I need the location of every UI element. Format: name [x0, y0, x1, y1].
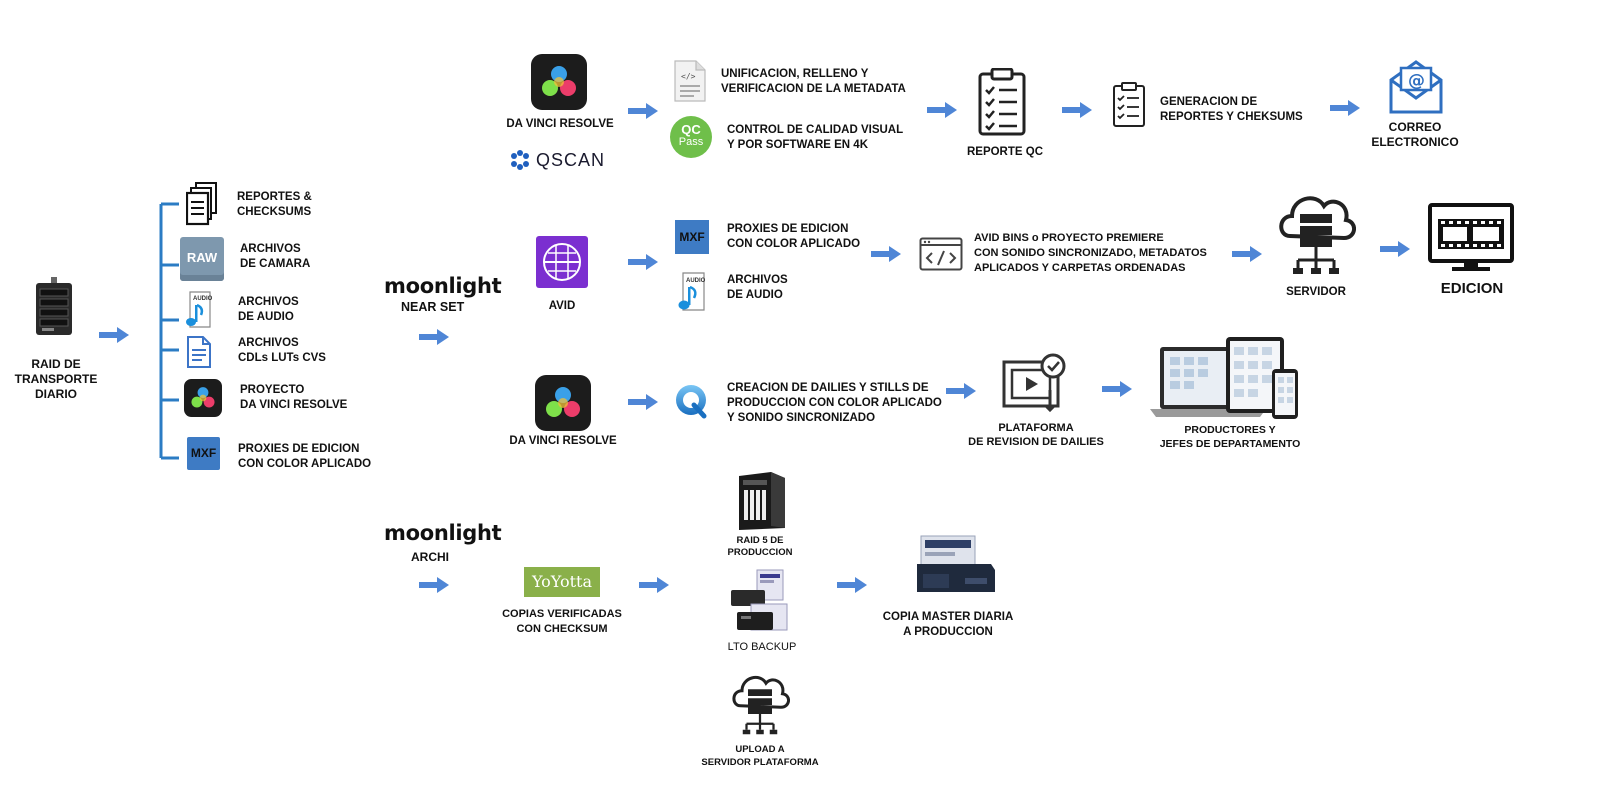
audio-file-icon: AUDIO [184, 291, 216, 334]
arrow-row1-b [927, 102, 957, 118]
file-label-camera: ARCHIVOS DE CAMARA [240, 243, 311, 270]
code-window-icon [919, 237, 963, 276]
row3-platform-label: PLATAFORMA DE REVISION DE DAILIES [968, 422, 1104, 448]
review-platform-icon [998, 350, 1074, 421]
qc-pass-icon: QC Pass [670, 116, 712, 158]
arrow-row3-b [946, 383, 976, 399]
row4-upload-label: UPLOAD A SERVIDOR PLATAFORMA [701, 744, 819, 768]
documents-stack-icon [185, 182, 218, 231]
mxf-proxy-icon: MXF [675, 220, 709, 254]
cloud-upload-server-icon [730, 668, 790, 736]
raid5-tower-icon [735, 470, 787, 537]
row1-resolve-label: DA VINCI RESOLVE [506, 118, 614, 130]
arrow-row2-a [628, 254, 658, 270]
file-label-resolve-project: PROYECTO DA VINCI RESOLVE [240, 384, 348, 411]
file-label-cdl: ARCHIVOS CDLs LUTs CVS [238, 337, 326, 364]
svg-text:AUDIO: AUDIO [193, 296, 213, 302]
monitor-film-icon [1428, 203, 1514, 278]
row1-reports-label: GENERACION DE REPORTES Y CHEKSUMS [1160, 96, 1303, 123]
moonlight-logo-nearset: moonlight [384, 274, 502, 298]
moonlight-logo-archi: moonlight [384, 521, 502, 545]
qc-badge-top: QC [681, 122, 701, 137]
row2-proxies-label: PROXIES DE EDICION CON COLOR APLICADO [727, 223, 861, 250]
row3-resolve-label: DA VINCI RESOLVE [509, 435, 617, 447]
raid-transport-label: RAID DE TRANSPORTE DIARIO [14, 357, 98, 401]
arrow-row2-b [871, 246, 901, 262]
arrow-row4-a [639, 577, 669, 593]
row2-server-label: SERVIDOR [1286, 286, 1346, 298]
row1-qc-label: CONTROL DE CALIDAD VISUAL Y POR SOFTWARE… [727, 124, 904, 151]
arrow-archi [419, 577, 449, 593]
raw-file-icon: RAW [180, 237, 224, 281]
svg-text:</>: </> [681, 72, 696, 81]
row2-audio-label: ARCHIVOS DE AUDIO [727, 274, 788, 301]
moonlight-archi-sub: ARCHI [411, 550, 449, 564]
row3-dailies-label: CREACION DE DAILIES Y STILLS DE PRODUCCI… [727, 382, 942, 424]
raid-drive-icon [34, 277, 74, 342]
devices-icon [1148, 335, 1306, 428]
row2-edicion-label: EDICION [1440, 280, 1504, 297]
yoyotta-logo-text: YoYotta [531, 572, 592, 591]
arrow-row3-c [1102, 381, 1132, 397]
small-clipboard-icon [1112, 82, 1146, 133]
row4-yoyotta-label: COPIAS VERIFICADAS CON CHECKSUM [502, 608, 622, 635]
cloud-server-icon [1276, 186, 1356, 276]
arrow-row3-a [628, 394, 658, 410]
row4-raid5-label: RAID 5 DE PRODUCCION [727, 535, 793, 558]
lto-master-cartridge-icon [915, 534, 999, 601]
row3-producers-label: PRODUCTORES Y JEFES DE DEPARTAMENTO [1159, 424, 1301, 450]
row2-bins-label: AVID BINS o PROYECTO PREMIERE CON SONIDO… [974, 232, 1207, 274]
file-label-proxies: PROXIES DE EDICION CON COLOR APLICADO [238, 443, 372, 470]
arrow-raid-to-files [99, 327, 129, 343]
audio-file-icon: AUDIO [676, 272, 710, 317]
row2-avid-label: AVID [548, 300, 576, 312]
files-bracket [159, 202, 179, 460]
avid-icon [536, 236, 588, 288]
svg-text:@: @ [1408, 71, 1425, 91]
arrow-row2-d [1380, 241, 1410, 257]
lto-tape-icon [727, 568, 789, 639]
davinci-resolve-icon [184, 379, 222, 417]
row1-metadata-label: UNIFICACION, RELLENO Y VERIFICACION DE L… [721, 68, 906, 95]
clipboard-checklist-icon [977, 67, 1027, 141]
moonlight-nearset-sub: NEAR SET [401, 300, 465, 314]
row1-email-label: CORREO ELECTRONICO [1371, 120, 1459, 149]
mxf-badge: MXF [190, 446, 217, 460]
code-file-icon: </> [672, 60, 708, 107]
qscan-text: QSCAN [536, 150, 606, 170]
arrow-row1-d [1330, 100, 1360, 116]
mxf-icon: MXF [187, 437, 220, 470]
row4-master-label: COPIA MASTER DIARIA A PRODUCCION [882, 611, 1014, 638]
email-envelope-icon: @ [1388, 58, 1444, 119]
arrow-row1-a [628, 103, 658, 119]
quicktime-icon [674, 383, 710, 424]
file-label-audio: ARCHIVOS DE AUDIO [238, 296, 299, 323]
file-label-reports: REPORTES & CHECKSUMS [237, 191, 312, 218]
svg-text:AUDIO: AUDIO [686, 278, 706, 284]
text-file-icon [186, 336, 212, 373]
arrow-nearset [419, 329, 449, 345]
arrow-row4-b [837, 577, 867, 593]
davinci-resolve-icon [535, 375, 591, 431]
qscan-logo: QSCAN [509, 149, 604, 171]
row4-lto-label: LTO BACKUP [727, 641, 797, 653]
raw-badge: RAW [186, 250, 218, 265]
qc-badge-bottom: Pass [678, 136, 704, 148]
row1-report-qc: REPORTE QC [966, 146, 1044, 158]
arrow-row2-c [1232, 246, 1262, 262]
davinci-resolve-icon [531, 54, 587, 110]
row2-mxf-badge: MXF [679, 230, 705, 244]
arrow-row1-c [1062, 102, 1092, 118]
yoyotta-logo: YoYotta [524, 567, 600, 597]
